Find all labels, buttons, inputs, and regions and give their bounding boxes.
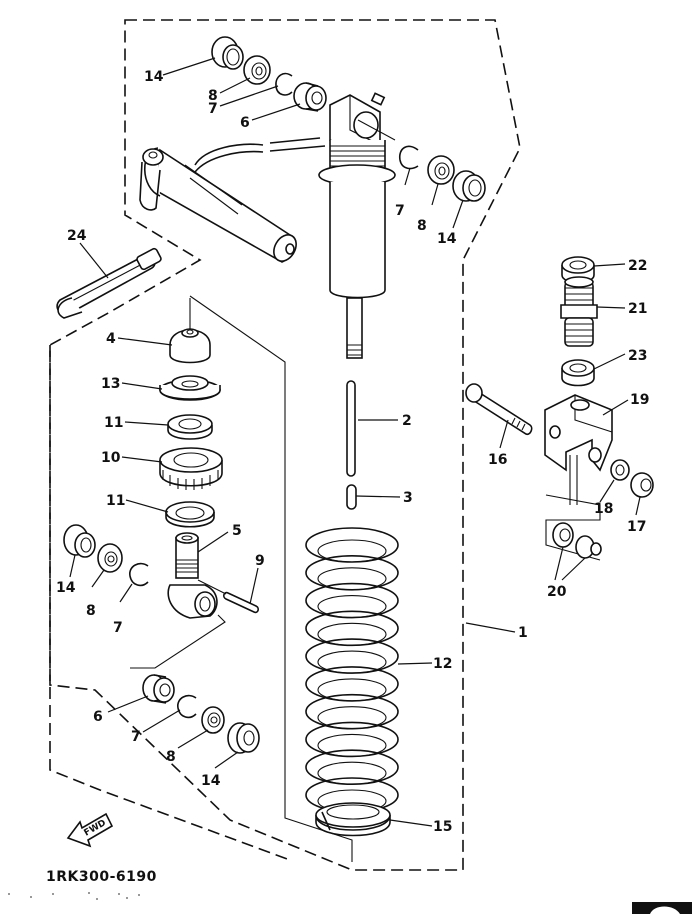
part-6-bushing-top[interactable] [293, 82, 327, 112]
callout-23: 23 [628, 348, 647, 364]
scan-noise [8, 892, 140, 900]
part-19-bracket[interactable] [544, 394, 613, 472]
callout-21: 21 [628, 301, 647, 317]
callout-19: 19 [630, 392, 649, 408]
callout-5: 5 [232, 523, 242, 539]
callout-16: 16 [488, 452, 507, 468]
part-5-bracket-guide [130, 614, 226, 669]
part-18-washer[interactable] [610, 459, 630, 481]
part-10-adjusting-nut[interactable] [159, 447, 223, 490]
spring-coil [305, 638, 399, 674]
callout-20: 20 [547, 584, 567, 600]
callout-7-top-right: 7 [395, 203, 405, 219]
shock-body[interactable] [318, 92, 396, 359]
reservoir[interactable] [139, 147, 301, 265]
spring-coil [305, 582, 399, 619]
assembly-boundary-lower-left [49, 345, 291, 861]
callout-17: 17 [627, 519, 646, 535]
callout-9: 9 [255, 553, 265, 569]
part-4-bumper[interactable] [169, 298, 211, 364]
spring-coil [305, 721, 399, 758]
part-3-pin[interactable] [346, 484, 357, 510]
part-8-bearing-top-right[interactable] [427, 155, 455, 185]
callout-8-top-left: 8 [208, 88, 218, 104]
callout-10: 10 [101, 450, 121, 466]
part-15-spring-guide[interactable] [315, 802, 391, 837]
part-17-nut[interactable] [630, 472, 654, 498]
callout-4: 4 [106, 331, 116, 347]
part-14-collar-top-left[interactable] [211, 36, 244, 70]
part-8-bearing-top-left[interactable] [243, 55, 271, 85]
part-12-spring[interactable] [305, 527, 399, 813]
part-7-circlip-bottom[interactable] [177, 694, 197, 719]
callout-12: 12 [433, 656, 452, 672]
part-23-nut[interactable] [561, 359, 595, 387]
callout-7-bottom: 7 [131, 729, 141, 745]
callout-8-mid: 8 [86, 603, 96, 619]
leader-lines [69, 57, 641, 827]
part-16-bolt[interactable] [465, 383, 533, 436]
part-7-circlip-mid[interactable] [129, 562, 149, 587]
part-14-collar-mid[interactable] [63, 524, 96, 558]
part-24-band[interactable] [56, 247, 162, 319]
callout-14-top-right: 14 [437, 231, 457, 247]
part-5-pin-guide [197, 579, 227, 595]
part-7-circlip-top-right[interactable] [398, 145, 419, 170]
reservoir-hose[interactable] [194, 137, 326, 173]
part-7-circlip-top-left[interactable] [275, 72, 293, 96]
callout-14-mid: 14 [56, 580, 76, 596]
callout-8-bottom: 8 [166, 749, 176, 765]
part-19-guide-line [545, 455, 601, 561]
part-11-spring-seat-lower[interactable] [165, 501, 215, 528]
spring-coil [305, 693, 399, 730]
callout-13: 13 [101, 376, 120, 392]
part-11-spring-seat-upper[interactable] [167, 414, 213, 440]
callout-24: 24 [67, 228, 87, 244]
callout-11-upper: 11 [104, 415, 123, 431]
part-9-pin[interactable] [223, 591, 259, 614]
callout-18: 18 [594, 501, 613, 517]
part-6-bushing-bottom[interactable] [142, 674, 175, 704]
part-14-collar-bottom[interactable] [227, 722, 260, 754]
callout-1: 1 [518, 625, 528, 641]
spring-coil [305, 610, 399, 647]
fwd-arrow-badge: FWD [66, 812, 114, 848]
callout-6-bottom: 6 [93, 709, 103, 725]
corner-logo-fragment [632, 902, 692, 914]
callout-14-bottom: 14 [201, 773, 221, 789]
part-5-lower-joint[interactable] [167, 532, 218, 619]
callout-11-lower: 11 [106, 493, 125, 509]
part-14-collar-top-right[interactable] [452, 170, 486, 202]
callout-3: 3 [403, 490, 413, 506]
callout-labels: 14 8 7 6 7 8 14 24 4 13 11 10 11 5 9 14 … [56, 69, 649, 835]
part-2-rod[interactable] [346, 380, 356, 477]
spring-coil [305, 666, 399, 702]
callout-2: 2 [402, 413, 412, 429]
spring-coil [305, 527, 399, 563]
subgroup-outline [189, 295, 353, 862]
part-21-stud-bolt[interactable] [560, 276, 598, 347]
diagram-code: 1RK300-6190 [46, 869, 157, 885]
part-20-collars[interactable] [552, 522, 602, 559]
callout-22: 22 [628, 258, 647, 274]
callout-7-mid: 7 [113, 620, 123, 636]
callout-15: 15 [433, 819, 452, 835]
callout-7-top-left: 7 [208, 101, 218, 117]
part-8-bearing-bottom[interactable] [201, 706, 225, 734]
callout-14-top-left: 14 [144, 69, 164, 85]
callout-8-top-right: 8 [417, 218, 427, 234]
part-13-spring-seat[interactable] [159, 375, 221, 401]
callout-6-top: 6 [240, 115, 250, 131]
spring-coil [305, 749, 399, 786]
spring-coil [305, 554, 399, 591]
part-8-bearing-mid[interactable] [97, 543, 123, 573]
assembly-boundary-upper [49, 19, 521, 871]
